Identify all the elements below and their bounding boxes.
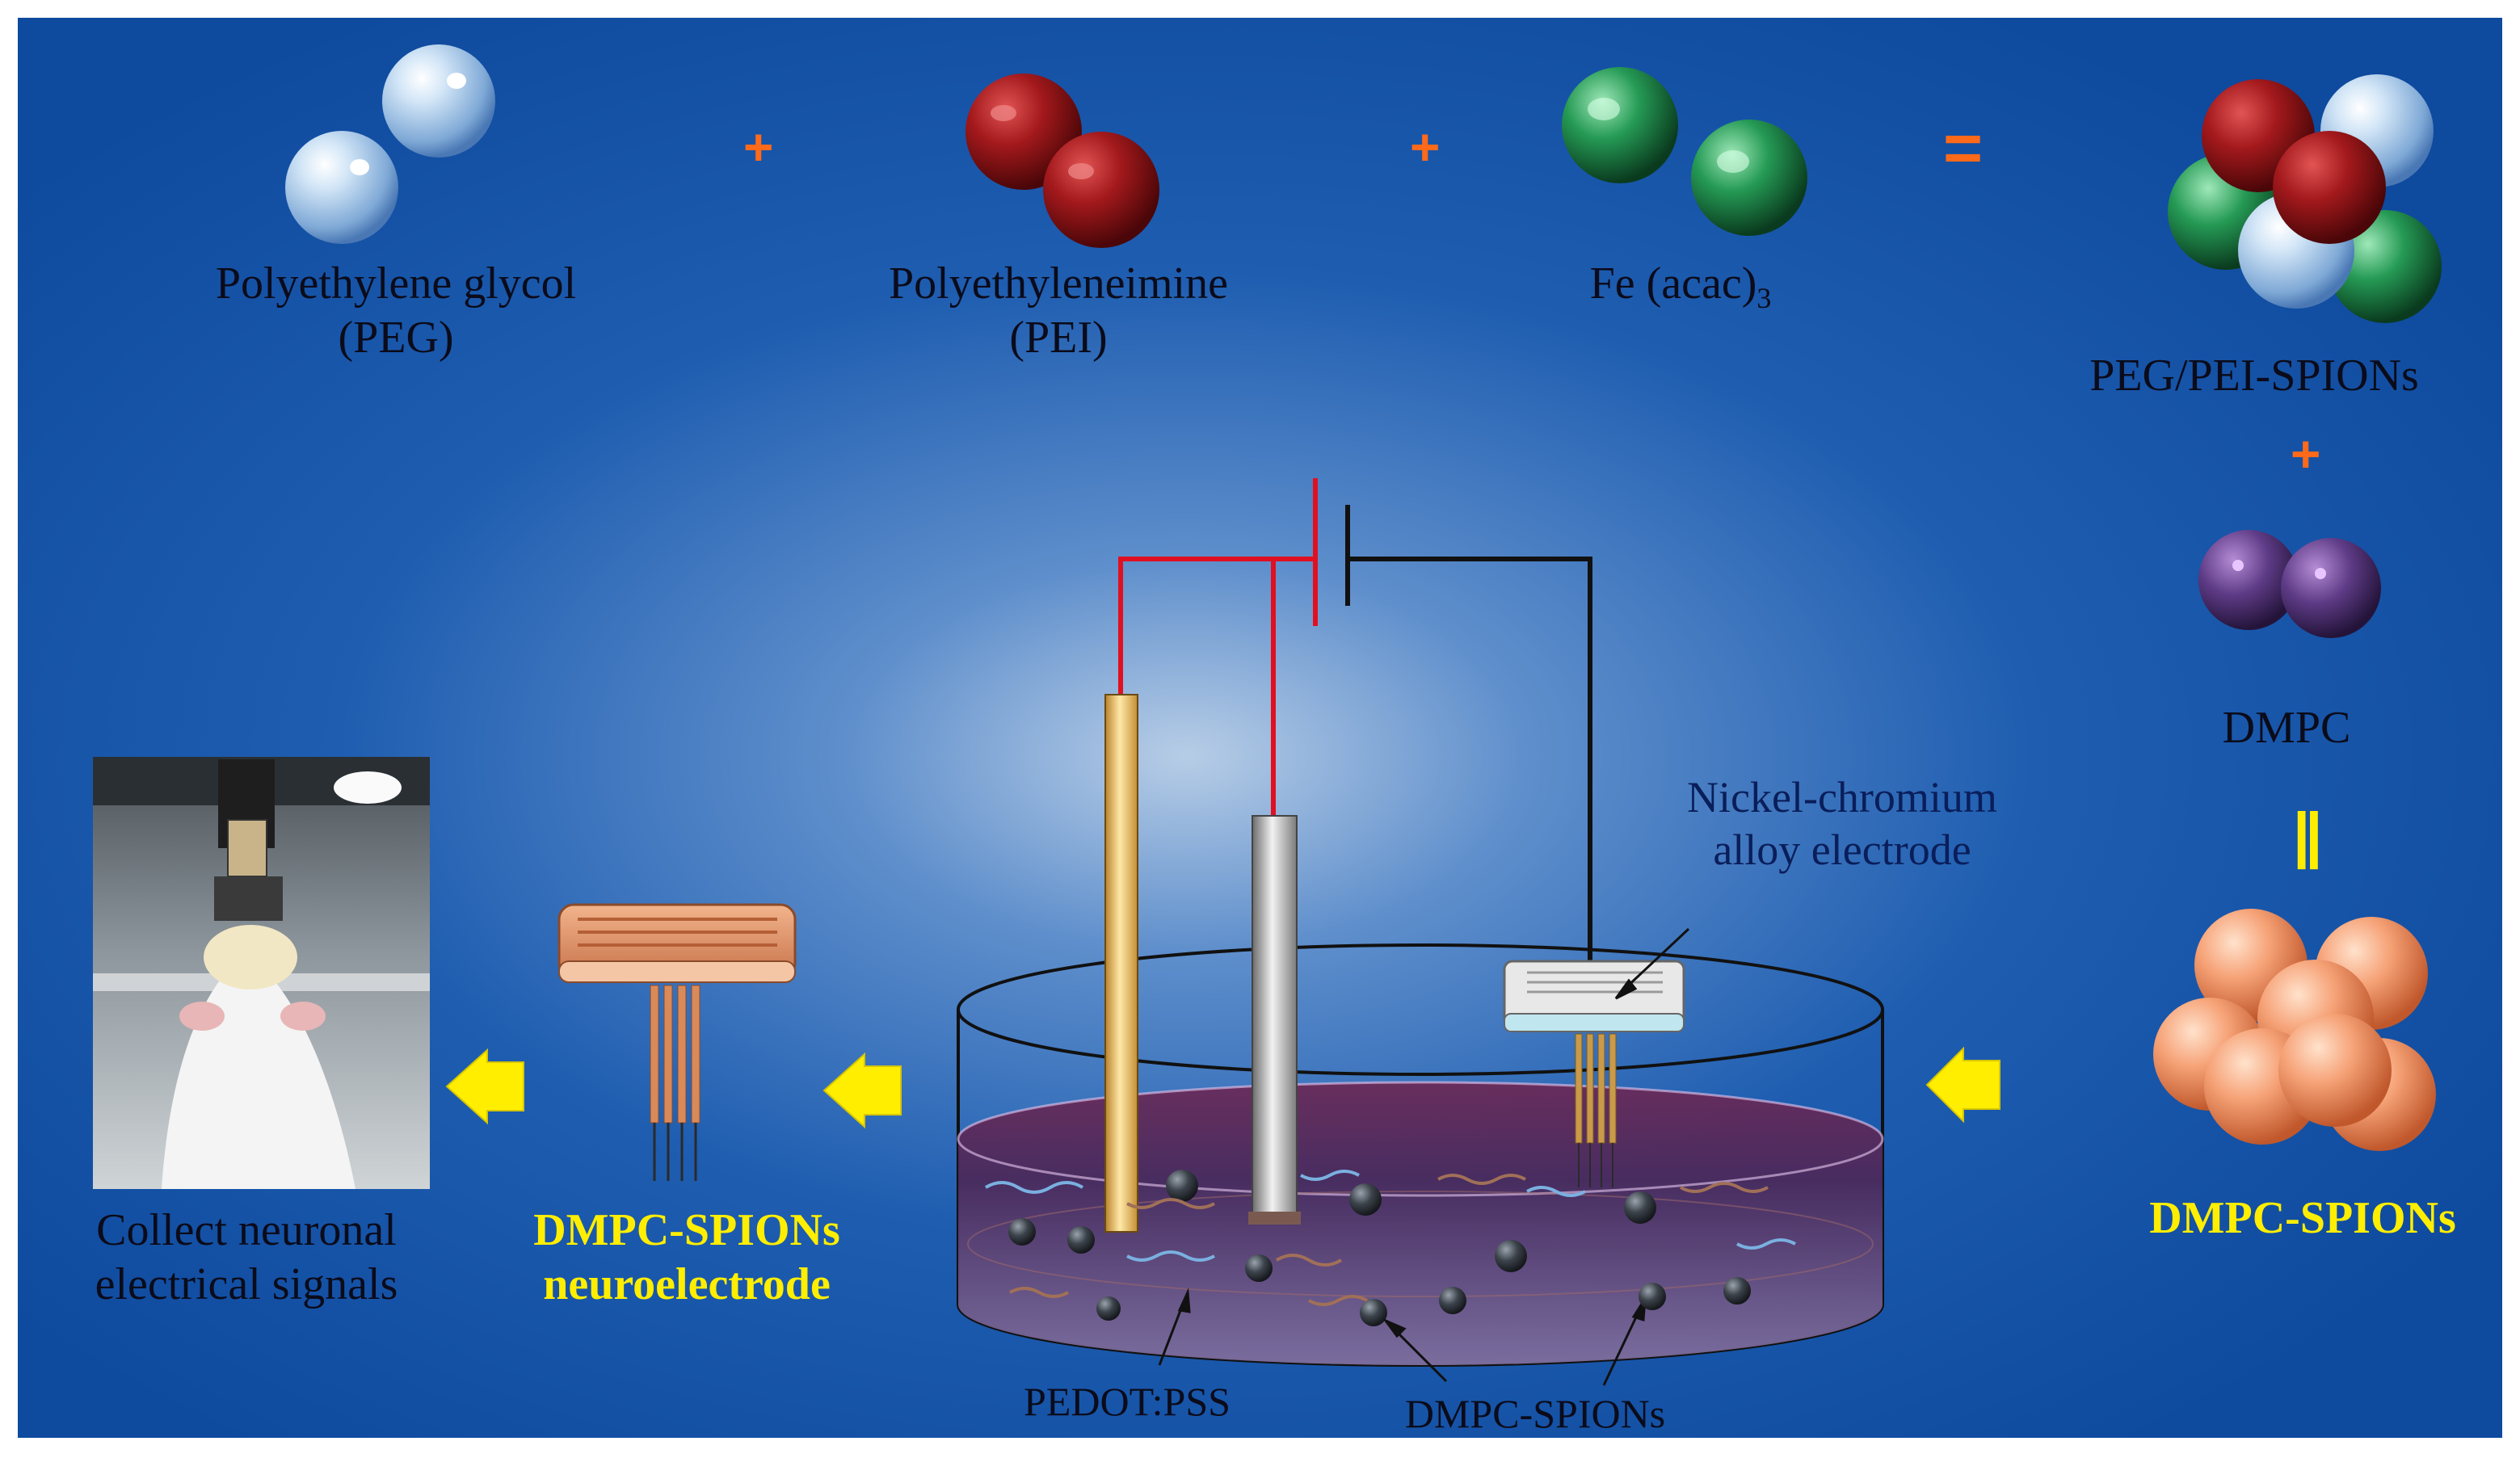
peg-label: Polyethylene glycol (PEG)	[154, 257, 638, 365]
dmpc-sphere-icon	[2198, 530, 2381, 638]
nickel-chromium-label-line1: Nickel-chromium	[1687, 773, 1997, 821]
peg-pei-spions-label: PEG/PEI-SPIONs	[2089, 351, 2419, 401]
equals-operator: =	[1943, 110, 1984, 186]
plus-operator: +	[1410, 118, 1441, 176]
peg-sphere-icon	[285, 44, 495, 244]
pei-label-line1: Polyethyleneimine	[889, 258, 1228, 309]
dmpc-label: DMPC	[2222, 703, 2351, 753]
dmpc-spions-particle-label: DMPC-SPIONs	[1404, 1391, 1666, 1436]
nickel-chromium-label: Nickel-chromium alloy electrode	[1632, 771, 2052, 876]
plus-operator: +	[743, 118, 774, 176]
fe-acac-label: Fe (acac)3	[1519, 257, 1842, 316]
power-source-icon	[1118, 478, 1592, 965]
peg-pei-spions-cluster-icon	[2168, 74, 2442, 323]
neuroelectrode-label-line1: DMPC-SPIONs	[533, 1205, 840, 1255]
arrow-left-icon	[1925, 1046, 2000, 1124]
dmpc-spions-cluster-icon	[2153, 909, 2436, 1151]
fe-acac-subscript: 3	[1756, 282, 1772, 315]
arrow-left-icon	[822, 1052, 902, 1129]
pei-sphere-icon	[966, 74, 1159, 248]
spion-particles	[1008, 1170, 1751, 1326]
plus-operator: +	[2291, 425, 2321, 483]
parallel-operator: ||	[2293, 800, 2322, 869]
silver-electrode	[1252, 815, 1298, 1216]
pedot-pss-chains	[984, 1170, 1796, 1306]
neuroelectrode-icon	[557, 903, 797, 1181]
fe-acac-base: Fe (acac)	[1589, 258, 1757, 309]
peg-label-line2: (PEG)	[338, 313, 454, 363]
gold-electrode	[1104, 694, 1138, 1233]
pei-label: Polyethyleneimine (PEI)	[840, 257, 1277, 365]
label-pointer-arrows	[1158, 927, 1690, 1386]
arrow-left-icon	[445, 1048, 524, 1125]
pedot-pss-label: PEDOT:PSS	[1024, 1379, 1231, 1424]
neuroelectrode-label: DMPC-SPIONs neuroelectrode	[469, 1204, 905, 1312]
dmpc-spions-label: DMPC-SPIONs	[2149, 1193, 2456, 1243]
pei-label-line2: (PEI)	[1009, 313, 1108, 363]
rat-recording-photo	[93, 757, 430, 1189]
collect-signals-label: Collect neuronal electrical signals	[48, 1204, 444, 1312]
fe-acac-sphere-icon	[1562, 67, 1807, 236]
collect-signals-label-line2: electrical signals	[95, 1259, 398, 1310]
collect-signals-label-line1: Collect neuronal	[96, 1205, 397, 1255]
pedot-pss-solution	[958, 1082, 1883, 1365]
nickel-chromium-label-line2: alloy electrode	[1713, 825, 1971, 874]
nickel-chromium-electrode	[1503, 960, 1685, 1187]
peg-label-line1: Polyethylene glycol	[215, 258, 577, 309]
neuroelectrode-label-line2: neuroelectrode	[543, 1259, 831, 1310]
